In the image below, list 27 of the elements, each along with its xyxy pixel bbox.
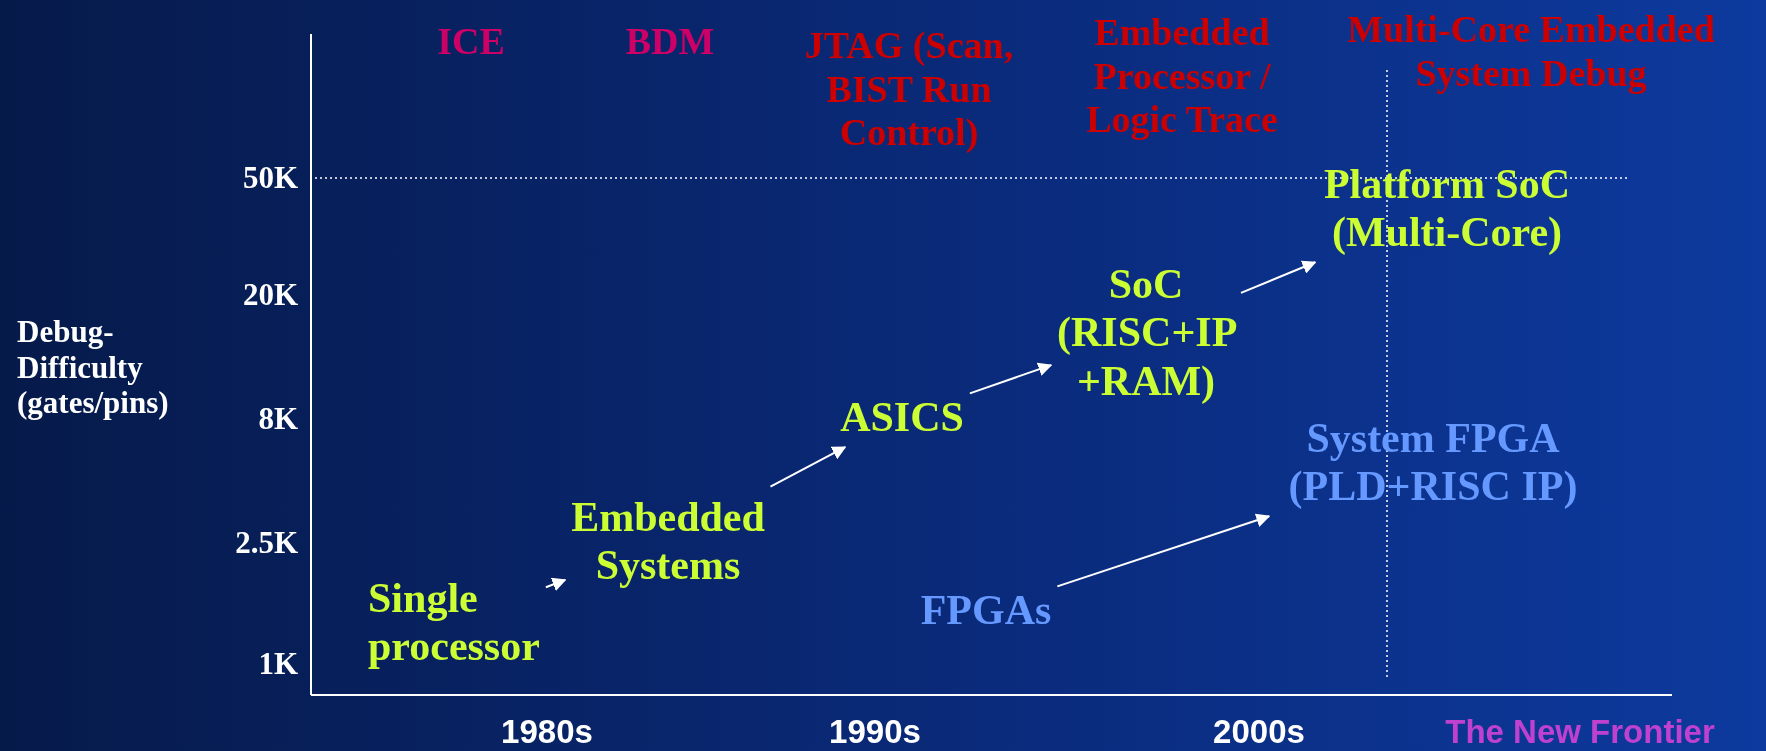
stage-label: Platform SoC (Multi-Core)	[1297, 159, 1597, 257]
stage-label: Embedded Systems	[571, 492, 765, 590]
era-label: ICE	[436, 20, 506, 64]
tick-label: 8K	[258, 401, 298, 437]
tick-label: 20K	[242, 277, 298, 313]
axis-title: Debug- Difficulty (gates/pins)	[17, 313, 170, 421]
tick-label: 1980s	[501, 713, 593, 751]
stage-label: FPGAs	[920, 585, 1052, 635]
stage-label: System FPGA (PLD+RISC IP)	[1253, 413, 1613, 511]
era-label: Embedded Processor / Logic Trace	[1085, 11, 1279, 143]
tick-label: 50K	[242, 160, 298, 196]
arrow	[1240, 260, 1317, 294]
stage-label: SoC (RISC+IP +RAM)	[1057, 259, 1235, 405]
era-label: BDM	[624, 20, 716, 64]
arrow	[544, 577, 567, 591]
tick-label: 1K	[258, 646, 298, 682]
arrow	[1056, 513, 1271, 588]
tick-label: 2000s	[1213, 713, 1305, 751]
stage-label: ASICS	[840, 392, 964, 442]
frontier-label: The New Frontier	[1445, 713, 1715, 751]
arrow	[968, 362, 1053, 395]
tick-label: 1990s	[829, 713, 921, 751]
stage-label: Single processor	[368, 573, 540, 671]
arrow	[769, 446, 847, 488]
era-label: JTAG (Scan, BIST Run Control)	[803, 24, 1015, 156]
era-label: Multi-Core Embedded System Debug	[1346, 8, 1716, 96]
tick-label: 2.5K	[235, 525, 298, 561]
